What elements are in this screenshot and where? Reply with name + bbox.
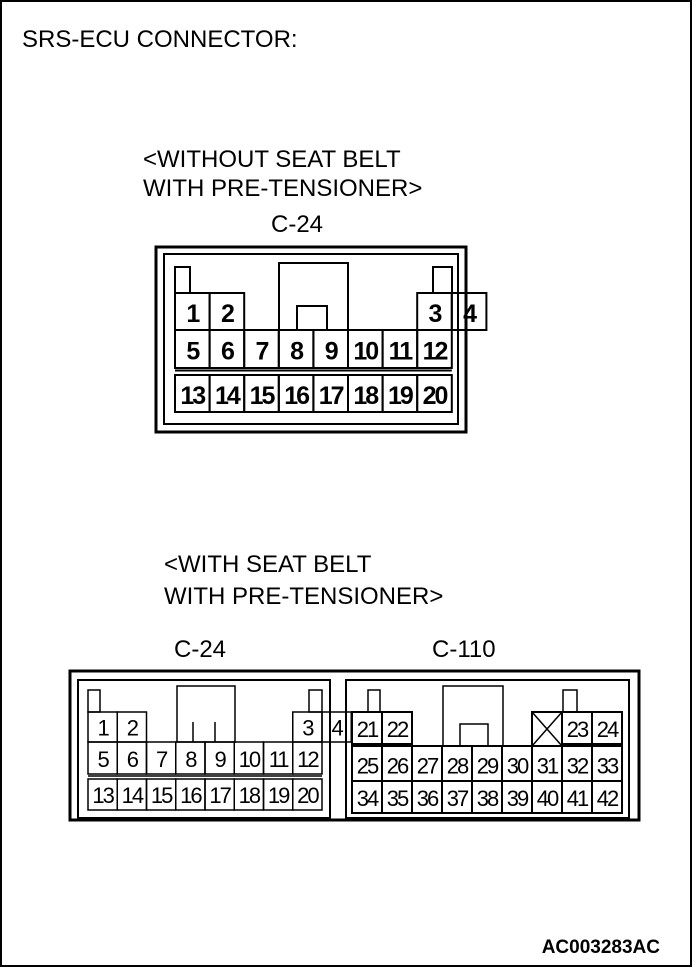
- bottom-left-connector-label: C-24: [174, 636, 226, 663]
- center-key-notch: [296, 305, 328, 331]
- pin-number: 36: [417, 786, 439, 811]
- pin-number: 5: [186, 338, 200, 366]
- blocked-cavity-cross: [531, 711, 563, 747]
- right-connector-frame: [345, 679, 630, 819]
- pin-number: 42: [597, 786, 619, 811]
- bottom-caption-line2: WITH PRE-TENSIONER>: [164, 583, 443, 610]
- pin-number: 28: [447, 753, 469, 778]
- lock-key-left: [367, 689, 381, 713]
- pin-cell: [591, 711, 623, 745]
- pin-number: 16: [180, 783, 202, 808]
- pin-number: 4: [332, 715, 344, 740]
- pin-number: 41: [567, 786, 589, 811]
- pin-number: 13: [180, 382, 205, 410]
- pin-number: 4: [463, 300, 477, 328]
- pin-number: 11: [389, 338, 414, 366]
- pin-number: 18: [239, 783, 261, 808]
- pin-cell: [591, 780, 623, 814]
- top-caption-line1: <WITHOUT SEAT BELT: [143, 146, 401, 173]
- center-key: [278, 262, 349, 331]
- top-caption-line2: WITH PRE-TENSIONER>: [143, 175, 422, 202]
- pin-number: 10: [353, 338, 378, 366]
- center-key-notch: [459, 723, 489, 747]
- bottom-caption-line1: <WITH SEAT BELT: [164, 551, 372, 578]
- pin-number: 8: [185, 747, 197, 772]
- pin-number: 22: [387, 717, 409, 742]
- connector-pair-frame: [68, 669, 641, 822]
- pin-number: 17: [319, 382, 344, 410]
- pin-number: 5: [98, 747, 110, 772]
- pin-number: 21: [357, 717, 379, 742]
- lock-key-right: [562, 689, 578, 713]
- pin-number: 39: [507, 786, 529, 811]
- pin-number: 38: [477, 786, 499, 811]
- pin-cell: [292, 778, 323, 811]
- pin-number: 11: [269, 747, 290, 772]
- connector-inner-frame: [163, 253, 459, 425]
- figure-id: AC003283AC: [542, 937, 661, 958]
- pin-number: 9: [325, 338, 338, 366]
- pin-number: 25: [357, 753, 379, 778]
- pin-cell: [416, 374, 453, 413]
- pin-number: 24: [597, 717, 619, 742]
- pin-number: 7: [156, 747, 168, 772]
- pin-number: 16: [284, 382, 309, 410]
- pin-number: 14: [215, 382, 241, 410]
- lock-key-right: [432, 266, 453, 294]
- pin-number: 12: [423, 338, 448, 366]
- pin-number: 20: [423, 382, 448, 410]
- pin-cell: [381, 711, 413, 745]
- pin-number: 27: [417, 753, 439, 778]
- pin-number: 19: [388, 382, 413, 410]
- bottom-right-connector-label: C-110: [432, 636, 496, 663]
- pin-number: 37: [447, 786, 469, 811]
- pin-number: 12: [297, 747, 319, 772]
- pin-number: 13: [92, 783, 114, 808]
- center-key: [176, 685, 236, 743]
- pin-number: 35: [387, 786, 409, 811]
- pin-number: 18: [353, 382, 379, 410]
- page-title: SRS-ECU CONNECTOR:: [22, 26, 298, 53]
- pin-number: 17: [209, 783, 231, 808]
- pin-number: 3: [429, 300, 442, 328]
- top-connector-label: C-24: [271, 211, 323, 238]
- pin-number: 32: [567, 753, 589, 778]
- pin-number: 9: [215, 747, 227, 772]
- pin-number: 14: [122, 783, 144, 808]
- lock-key-right: [308, 689, 323, 713]
- pin-number: 26: [387, 753, 409, 778]
- pin-number: 1: [186, 300, 200, 328]
- pin-number: 34: [357, 786, 379, 811]
- pin-cell: [450, 292, 488, 331]
- pin-cell: [416, 329, 453, 369]
- pin-number: 40: [537, 786, 559, 811]
- center-key: [442, 685, 504, 747]
- pin-cell: [292, 741, 323, 775]
- pin-number: 23: [567, 717, 589, 742]
- pin-number: 19: [268, 783, 290, 808]
- pin-number: 10: [239, 747, 261, 772]
- pin-number: 6: [127, 747, 139, 772]
- connector-outer-frame: [154, 245, 468, 434]
- pin-number: 6: [221, 338, 234, 366]
- left-connector-frame: [77, 679, 331, 819]
- pin-number: 15: [250, 382, 276, 410]
- pin-number: 8: [290, 338, 304, 366]
- pin-number: 15: [151, 783, 173, 808]
- pin-number: 2: [221, 300, 234, 328]
- pin-number: 3: [302, 715, 314, 740]
- pin-number: 20: [297, 783, 319, 808]
- lock-key-left: [87, 689, 101, 713]
- pin-number: 7: [256, 338, 269, 366]
- pin-number: 1: [98, 715, 110, 740]
- pin-number: 2: [127, 715, 139, 740]
- lock-key-left: [174, 266, 191, 294]
- pin-number: 29: [477, 753, 499, 778]
- pin-number: 30: [507, 753, 529, 778]
- pin-number: 31: [537, 753, 559, 778]
- pin-number: 33: [597, 753, 619, 778]
